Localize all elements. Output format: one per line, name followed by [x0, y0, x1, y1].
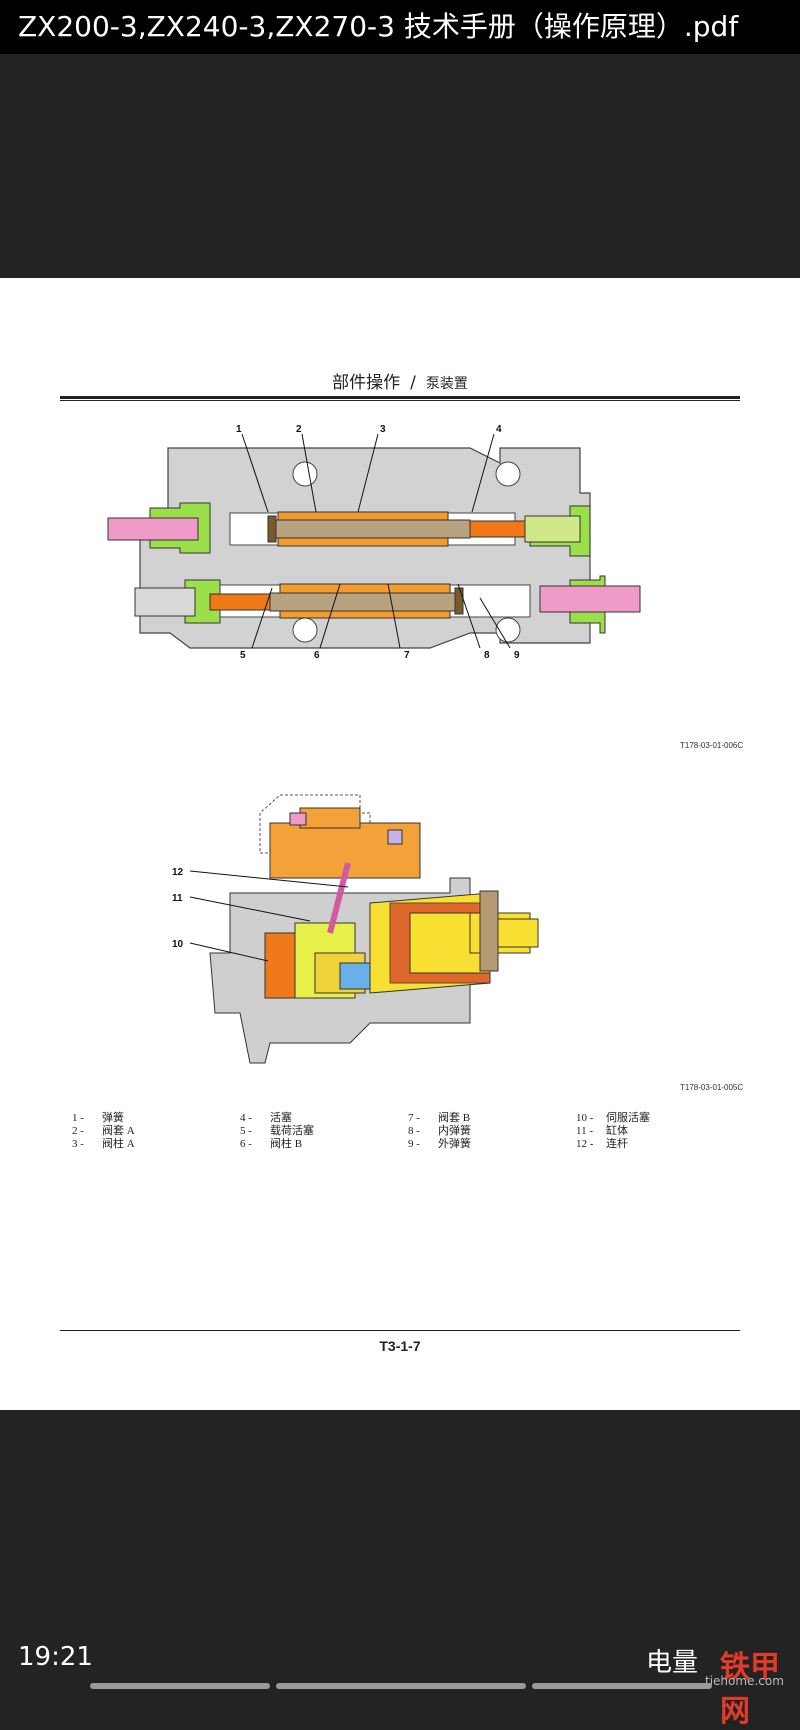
legend-item: 4 -活塞	[240, 1112, 292, 1124]
legend-col-1: 1 -弹簧 2 -阀套 A 3 -阀柱 A	[72, 1112, 232, 1151]
callout-2: 2	[296, 424, 302, 435]
figure2-code: T178-03-01-005C	[680, 1083, 744, 1092]
callout-7: 7	[404, 650, 410, 661]
regulator-section-figure: 1 2 3 4 5 6 7 8 9	[107, 424, 641, 661]
legend-item: 11 -缸体	[576, 1125, 628, 1137]
legend-item: 10 -伺服活塞	[576, 1112, 650, 1124]
header-rule	[60, 396, 740, 399]
callout-6: 6	[314, 650, 320, 661]
footer-rule	[60, 1330, 740, 1331]
status-time: 19:21	[18, 1642, 93, 1672]
callout-12: 12	[172, 867, 184, 878]
document-title: ZX200-3,ZX240-3,ZX270-3 技术手册（操作原理）.pdf	[18, 10, 739, 43]
page-header: 部件操作 / 泵装置	[0, 368, 800, 393]
callout-3: 3	[380, 424, 386, 435]
callout-9: 9	[514, 650, 520, 661]
legend-col-3: 7 -阀套 B 8 -内弹簧 9 -外弹簧	[408, 1112, 568, 1151]
legend-item: 12 -连杆	[576, 1138, 628, 1150]
callout-1: 1	[236, 424, 242, 435]
legend-item: 5 -载荷活塞	[240, 1125, 314, 1137]
callout-4: 4	[496, 424, 502, 435]
header-separator: /	[410, 373, 416, 393]
header-sub: 泵装置	[425, 376, 468, 392]
header-main: 部件操作	[332, 373, 401, 393]
legend-item: 9 -外弹簧	[408, 1138, 471, 1150]
watermark-url: tiehome.com	[705, 1674, 784, 1688]
nav-bar-segment[interactable]	[276, 1683, 526, 1689]
nav-bar-segment[interactable]	[90, 1683, 270, 1689]
callout-10: 10	[172, 939, 184, 950]
title-bar: ZX200-3,ZX240-3,ZX270-3 技术手册（操作原理）.pdf	[0, 0, 800, 54]
page-number: T3-1-7	[379, 1338, 421, 1354]
legend-col-2: 4 -活塞 5 -载荷活塞 6 -阀柱 B	[240, 1112, 400, 1151]
viewer-top-margin	[0, 54, 800, 278]
legend-item: 6 -阀柱 B	[240, 1138, 303, 1150]
nav-bar-segment[interactable]	[532, 1683, 712, 1689]
legend-item: 8 -内弹簧	[408, 1125, 471, 1137]
status-battery: 电量	[646, 1648, 699, 1678]
legend-col-4: 10 -伺服活塞 11 -缸体 12 -连杆	[576, 1112, 736, 1151]
legend-item: 2 -阀套 A	[72, 1125, 135, 1137]
header-rule-thin	[60, 400, 740, 401]
legend-item: 7 -阀套 B	[408, 1112, 471, 1124]
legend-item: 3 -阀柱 A	[72, 1138, 135, 1150]
callout-8: 8	[484, 650, 490, 661]
callout-5: 5	[240, 650, 246, 661]
figure1-code: T178-03-01-006C	[680, 741, 744, 750]
pump-section-figure: 12 11 10	[172, 794, 539, 1064]
viewer-bottom-area: 19:21 电量 铁甲网 tiehome.com	[0, 1410, 800, 1729]
callout-11: 11	[172, 893, 183, 904]
legend-item: 1 -弹簧	[72, 1112, 124, 1124]
pdf-page[interactable]: 部件操作 / 泵装置	[0, 278, 800, 1410]
